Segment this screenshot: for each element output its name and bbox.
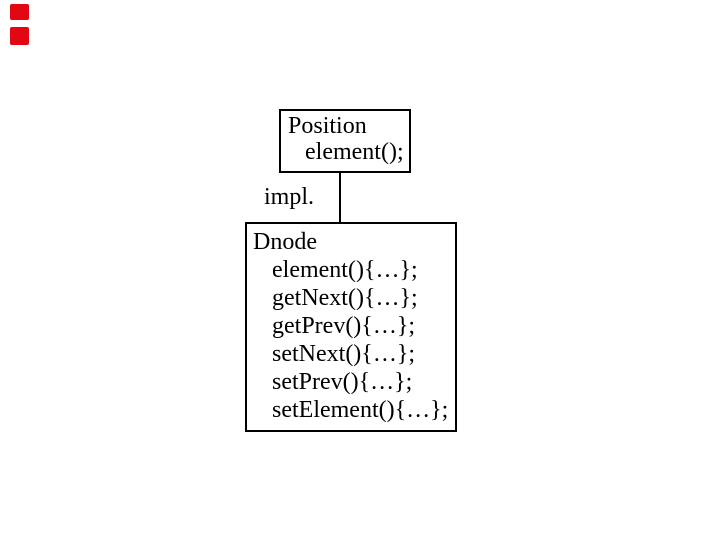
dnode-method-setprev: setPrev(){…};: [272, 369, 413, 395]
dnode-method-setnext: setNext(){…};: [272, 341, 416, 367]
dnode-method-element: element(){…};: [272, 257, 418, 283]
position-class-name: Position: [288, 113, 367, 139]
red-decoration-top: [10, 4, 29, 20]
dnode-method-setelement: setElement(){…};: [272, 397, 449, 423]
dnode-method-getprev: getPrev(){…};: [272, 313, 416, 339]
red-decoration-bottom: [10, 27, 29, 45]
implements-connector-line: [339, 173, 341, 222]
dnode-class-name: Dnode: [253, 229, 317, 255]
position-class-box: Position element();: [279, 109, 411, 173]
position-method-element: element();: [305, 139, 404, 165]
dnode-class-box: Dnode element(){…}; getNext(){…}; getPre…: [245, 222, 457, 432]
implements-edge-label: impl.: [264, 184, 315, 210]
dnode-method-getnext: getNext(){…};: [272, 285, 418, 311]
